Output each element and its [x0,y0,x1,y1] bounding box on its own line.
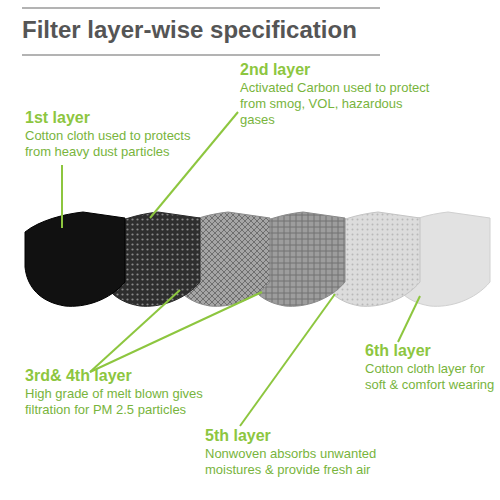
layer-heading: 5th layer [205,426,405,446]
diagram-title: Filter layer-wise specification [22,15,357,44]
layer-heading: 2nd layer [240,60,480,80]
layer-description: High grade of melt blown gives filtratio… [25,386,210,418]
leader-line [90,292,262,372]
layer-description: Nonwoven absorbs unwanted moistures & pr… [205,446,405,478]
layer-description: Cotton cloth used to protects from heavy… [25,128,220,160]
leader-line [61,165,63,228]
title-rule [22,7,380,9]
layer-heading: 1st layer [25,108,225,128]
layer-description: Cotton cloth layer for soft & comfort we… [365,361,495,393]
leader-line [150,112,238,218]
layer-heading: 3rd& 4th layer [25,366,225,386]
layer-heading: 6th layer [365,341,495,361]
title-rule [22,54,380,56]
leader-line [240,294,335,426]
layer-description: Activated Carbon used to protect from sm… [240,80,430,128]
mask-layer-1 [25,212,125,306]
leader-line [90,290,180,372]
leader-line [398,296,420,342]
